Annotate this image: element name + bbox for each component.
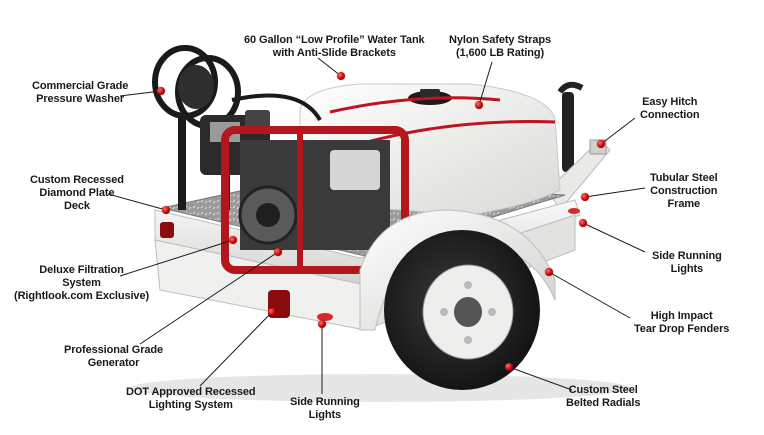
callout-line: Diamond Plate	[39, 187, 115, 199]
callout-steel-frame: Tubular Steel Construction Frame	[650, 172, 718, 211]
callout-line: with Anti-Slide Brackets	[272, 47, 396, 59]
indicator-dot-pressure-washer	[157, 87, 165, 95]
callout-side-running-lights-bottom: Side Running Lights	[290, 396, 360, 422]
leader-line	[119, 90, 162, 97]
leader-line	[582, 222, 646, 253]
callout-line: Connection	[640, 109, 700, 121]
callout-line: Commercial Grade	[32, 80, 129, 92]
callout-line: High Impact	[650, 310, 713, 322]
callout-line: Tubular Steel	[650, 172, 718, 184]
leader-line	[548, 271, 631, 319]
indicator-dot-fenders	[545, 268, 553, 276]
callout-safety-straps: Nylon Safety Straps (1,600 LB Rating)	[449, 34, 551, 60]
callout-line: Custom Steel	[568, 384, 638, 396]
callout-line: Lights	[670, 263, 704, 275]
callout-line: Pressure Washer	[36, 93, 125, 105]
callout-filtration-system: Deluxe Filtration System (Rightlook.com …	[14, 264, 149, 303]
indicator-dot-dot-lighting	[268, 308, 276, 316]
callout-line: DOT Approved Recessed	[126, 386, 256, 398]
callout-tear-drop-fenders: High Impact Tear Drop Fenders	[634, 310, 729, 336]
indicator-dot-straps	[475, 101, 483, 109]
callout-pressure-washer: Commercial Grade Pressure Washer	[32, 80, 128, 106]
callout-line: Frame	[667, 198, 701, 210]
leader-line	[584, 187, 646, 198]
callout-line: System	[62, 277, 101, 289]
callout-side-running-lights-right: Side Running Lights	[652, 250, 722, 276]
callout-line: Side Running	[290, 396, 360, 408]
callout-line: Easy Hitch	[642, 96, 698, 108]
leader-line	[478, 61, 493, 106]
callout-line: (Rightlook.com Exclusive)	[14, 290, 150, 302]
callout-line: Professional Grade	[64, 344, 164, 356]
side-light-right	[568, 208, 580, 214]
callout-water-tank: 60 Gallon “Low Profile” Water Tank with …	[244, 34, 425, 60]
callout-line: Deck	[63, 200, 90, 212]
leader-line	[107, 193, 167, 211]
wheel	[384, 230, 540, 390]
leader-line	[508, 366, 573, 391]
callout-line: Deluxe Filtration	[39, 264, 124, 276]
callout-line: Custom Recessed	[30, 174, 124, 186]
indicator-dot-generator	[274, 248, 282, 256]
callout-line: Side Running	[652, 250, 722, 262]
generator	[221, 126, 409, 274]
callout-line: Lights	[308, 409, 342, 421]
callout-line: Belted Radials	[566, 397, 641, 409]
callout-dot-lighting: DOT Approved Recessed Lighting System	[126, 386, 256, 412]
callout-line: Lighting System	[148, 399, 233, 411]
indicator-dot-tank	[337, 72, 345, 80]
callout-line: Nylon Safety Straps	[449, 34, 552, 46]
callout-line: 60 Gallon “Low Profile” Water Tank	[244, 34, 425, 46]
indicator-dot-filtration	[229, 236, 237, 244]
callout-line: Tear Drop Fenders	[634, 323, 730, 335]
indicator-dot-radials	[505, 363, 513, 371]
indicator-dot-side-lights-bottom	[318, 320, 326, 328]
callout-line: Generator	[87, 357, 140, 369]
hitch	[547, 81, 611, 211]
callout-easy-hitch: Easy Hitch Connection	[640, 96, 700, 122]
tail-light-left	[160, 222, 174, 238]
callout-line: (1,600 LB Rating)	[455, 47, 545, 59]
callout-generator: Professional Grade Generator	[64, 344, 163, 370]
indicator-dot-frame	[581, 193, 589, 201]
callout-belted-radials: Custom Steel Belted Radials	[566, 384, 641, 410]
callout-diamond-plate-deck: Custom Recessed Diamond Plate Deck	[30, 174, 124, 213]
leader-line	[139, 251, 279, 345]
indicator-dot-hitch	[597, 140, 605, 148]
indicator-dot-side-lights-right	[579, 219, 587, 227]
callout-line: Construction	[650, 185, 718, 197]
leader-line	[119, 239, 234, 277]
side-light-bottom	[317, 313, 333, 321]
leader-line	[600, 117, 636, 145]
indicator-dot-deck	[162, 206, 170, 214]
ground-shadow	[130, 374, 630, 402]
leader-line	[199, 311, 273, 387]
